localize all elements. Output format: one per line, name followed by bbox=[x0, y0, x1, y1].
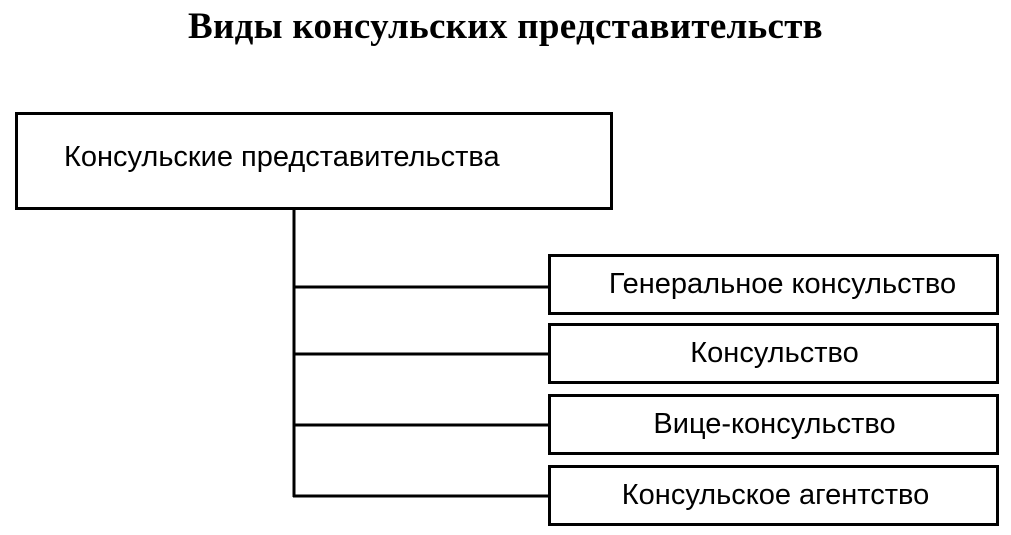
child-node-general-consulate: Генеральное консульство bbox=[548, 254, 999, 315]
child-node-consular-agency: Консульское агентство bbox=[548, 465, 999, 526]
root-node: Консульские представительства bbox=[15, 112, 613, 210]
child-node-label: Консульское агентство bbox=[621, 479, 930, 511]
diagram-title: Виды консульских представительств bbox=[188, 6, 823, 47]
child-node-label: Вице-консульство bbox=[653, 408, 896, 440]
child-node-consulate: Консульство bbox=[548, 323, 999, 384]
child-node-vice-consulate: Вице-консульство bbox=[548, 394, 999, 455]
child-node-label: Генеральное консульство bbox=[608, 268, 957, 300]
root-node-label: Консульские представительства bbox=[64, 140, 500, 173]
child-node-label: Консульство bbox=[690, 337, 859, 369]
